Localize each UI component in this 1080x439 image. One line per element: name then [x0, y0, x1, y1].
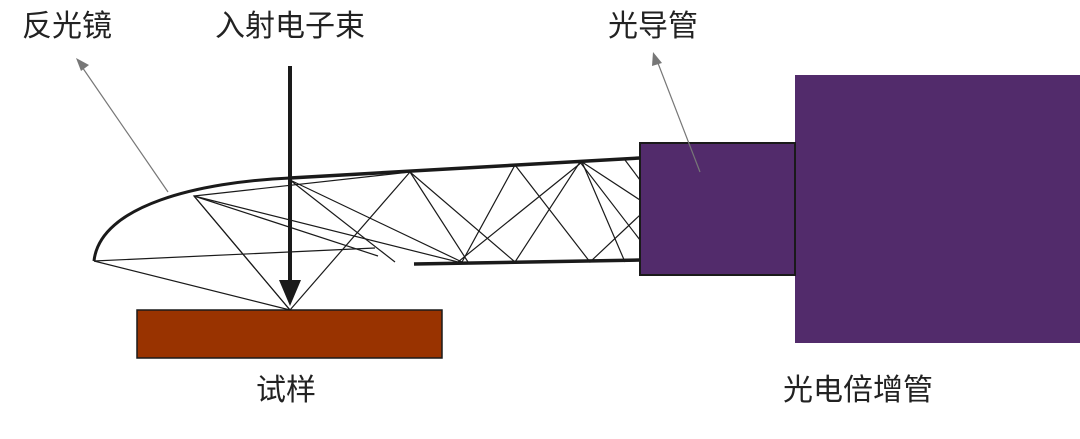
light-ray	[409, 171, 469, 263]
mirror-leader-arrowhead	[76, 58, 89, 71]
light-guide-bottom-wall	[413, 258, 641, 266]
light-guide-top-wall	[289, 156, 641, 180]
light-ray	[192, 160, 641, 311]
photomultiplier-label: 光电倍增管	[783, 373, 933, 408]
light-paths	[93, 159, 641, 311]
light-ray	[193, 161, 641, 263]
electron-beam-label: 入射电子束	[215, 9, 365, 44]
light-guide-label: 光导管	[608, 9, 698, 44]
light-guide-block	[639, 142, 796, 276]
light-ray	[289, 179, 396, 263]
light-ray	[289, 163, 641, 263]
sample-label: 试样	[256, 373, 316, 408]
light-ray	[93, 247, 376, 262]
mirror-leader-line	[79, 63, 169, 193]
photomultiplier-body	[795, 75, 1080, 343]
light-ray	[193, 195, 379, 257]
light-guide-leader-arrowhead	[652, 52, 662, 66]
sample-block	[136, 309, 443, 359]
light-guide-leader-line	[655, 57, 701, 173]
mirror-label: 反光镜	[22, 9, 112, 44]
light-ray	[581, 161, 626, 263]
light-ray	[624, 159, 641, 181]
light-ray	[193, 195, 291, 311]
light-ray	[289, 171, 411, 311]
reflector-mirror	[92, 176, 291, 262]
electron-beam-arrowhead	[279, 280, 301, 306]
light-ray	[93, 260, 291, 311]
